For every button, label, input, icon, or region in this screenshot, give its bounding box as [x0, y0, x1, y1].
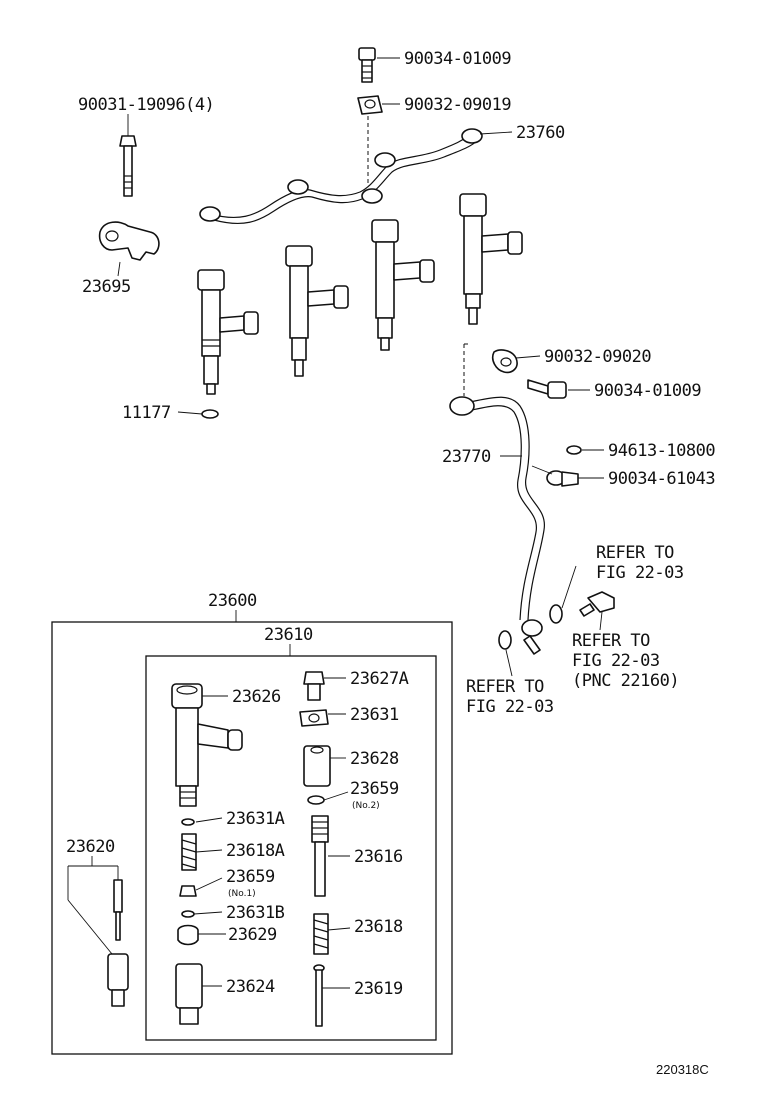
bolt-90031-19096	[119, 135, 137, 197]
gasket-90032-09019	[357, 95, 383, 115]
fitting-90034-61043	[546, 470, 579, 487]
label-23695: 23695	[82, 277, 131, 297]
label-23610: 23610	[264, 625, 313, 645]
nozzle-23620	[67, 856, 129, 1007]
label-refer3-line1: REFER TO	[466, 677, 544, 697]
label-23624: 23624	[226, 977, 275, 997]
label-90034-61043: 90034-61043	[608, 469, 715, 489]
label-23631B: 23631B	[226, 903, 285, 923]
label-refer2-line1: REFER TO	[572, 631, 650, 651]
label-23616: 23616	[354, 847, 403, 867]
label-23659-no2: 23659	[350, 779, 399, 799]
fitting-ref-2	[579, 591, 615, 617]
shim-23659-no2	[307, 795, 325, 805]
retainer-23629	[177, 924, 199, 946]
label-23770: 23770	[442, 447, 491, 467]
spring-23618A	[181, 833, 197, 871]
label-90032-09019: 90032-09019	[404, 95, 511, 115]
label-90031-19096: 90031-19096(4)	[78, 95, 214, 115]
bolt-90034-01009-side	[527, 379, 567, 399]
gasket-94613-10800	[566, 445, 582, 455]
shim-23659-no1	[179, 885, 197, 897]
label-90032-09020: 90032-09020	[544, 347, 651, 367]
label-23760: 23760	[516, 123, 565, 143]
label-11177: 11177	[122, 403, 171, 423]
gasket-11177	[201, 409, 219, 419]
plug-23627A	[303, 671, 325, 701]
spring-23618	[313, 913, 329, 955]
spring-seat-23616	[311, 815, 329, 897]
return-pipe-23760	[199, 128, 483, 225]
clamp-23695	[98, 221, 160, 261]
label-no1: (No.1)	[228, 889, 256, 899]
figure-code: 220318C	[656, 1062, 709, 1077]
gasket-90032-09020	[491, 349, 518, 374]
label-23659-no1: 23659	[226, 867, 275, 887]
label-90034-01009-top: 90034-01009	[404, 49, 511, 69]
label-23631: 23631	[350, 705, 399, 725]
gasket-23631B	[181, 910, 195, 918]
label-23629: 23629	[228, 925, 277, 945]
label-refer3-line2: FIG 22-03	[466, 697, 554, 717]
label-23627A: 23627A	[350, 669, 409, 689]
gasket-ref-3	[498, 630, 512, 650]
injector-3	[371, 219, 435, 351]
label-refer1-line1: REFER TO	[596, 543, 674, 563]
label-refer2-line2: FIG 22-03	[572, 651, 660, 671]
label-no2: (No.2)	[352, 801, 380, 811]
injector-4	[459, 193, 523, 325]
label-90034-01009-side: 90034-01009	[594, 381, 701, 401]
injector-2	[285, 245, 349, 377]
gasket-23631	[299, 709, 329, 727]
label-23628: 23628	[350, 749, 399, 769]
label-refer2-line3: (PNC 22160)	[572, 671, 679, 691]
label-23619: 23619	[354, 979, 403, 999]
assembly-box-23600	[51, 621, 453, 1055]
bolt-90034-01009-top	[358, 47, 376, 83]
label-23618: 23618	[354, 917, 403, 937]
label-94613-10800: 94613-10800	[608, 441, 715, 461]
pipe-23770	[449, 396, 545, 655]
nozzle-holder-23626	[171, 683, 243, 807]
assembly-box-23610	[145, 655, 437, 1041]
nut-23628	[303, 745, 331, 787]
injector-1	[197, 269, 259, 395]
gasket-23631A	[181, 818, 195, 826]
label-23620: 23620	[66, 837, 115, 857]
leader-lines	[117, 57, 604, 989]
push-rod-23619	[313, 964, 325, 1027]
label-refer1-line2: FIG 22-03	[596, 563, 684, 583]
gasket-ref-1	[549, 604, 563, 624]
label-23626: 23626	[232, 687, 281, 707]
label-23618A: 23618A	[226, 841, 285, 861]
nozzle-nut-23624	[175, 963, 203, 1025]
label-23600: 23600	[208, 591, 257, 611]
label-23631A: 23631A	[226, 809, 285, 829]
